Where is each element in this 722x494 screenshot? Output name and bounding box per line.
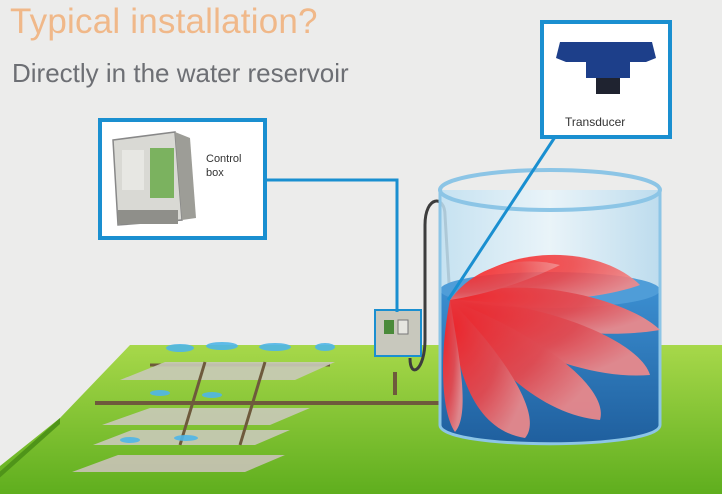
field-control-box bbox=[374, 309, 422, 357]
control-box-label-line1: Control bbox=[206, 153, 241, 165]
page-title: Typical installation? bbox=[10, 2, 318, 41]
control-box-callout bbox=[98, 118, 267, 240]
sprinkler-sprays bbox=[120, 342, 335, 443]
ultrasonic-beam bbox=[443, 254, 660, 438]
transducer-connector bbox=[446, 136, 557, 301]
control-box-connector bbox=[265, 178, 399, 312]
grass-field-edge bbox=[0, 418, 60, 478]
transducer-callout bbox=[540, 20, 672, 139]
transducer-label: Transducer bbox=[565, 115, 625, 129]
control-box-label-line2: box bbox=[206, 167, 224, 179]
irrigation-beds bbox=[72, 361, 440, 472]
page-subtitle: Directly in the water reservoir bbox=[12, 58, 349, 88]
